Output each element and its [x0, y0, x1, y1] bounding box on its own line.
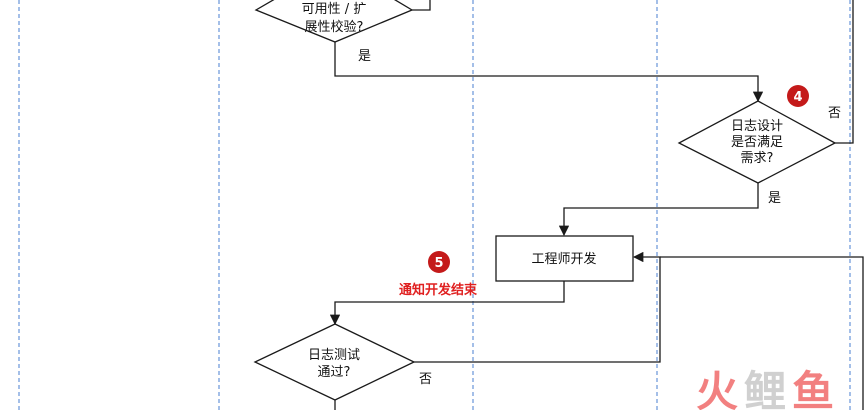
log-design-decision-node: 日志设计 是否满足 需求? [677, 100, 837, 184]
step-badge-5: 5 [428, 251, 450, 273]
connector-notify-to-log-test [329, 281, 565, 326]
connector-no-back-to-engineer [414, 251, 661, 363]
decision-label-line: 是否满足 [731, 135, 783, 150]
decision-label-line: 需求? [741, 151, 774, 166]
watermark-char: 鲤 [744, 367, 786, 410]
edge-label-yes: 是 [768, 191, 781, 206]
process-box [495, 235, 634, 282]
connector-top-exit [412, 0, 431, 11]
decision-diamond [254, 0, 414, 43]
edge-label-yes: 是 [358, 49, 371, 64]
connector-yes-to-log-design [334, 42, 764, 103]
step-badge-4: 4 [787, 85, 809, 107]
top-decision-node: 可用性 / 扩 展性校验? [254, 0, 414, 43]
watermark-char: 鱼 [792, 367, 834, 410]
edge-label-no: 否 [828, 106, 841, 121]
connector-right-border [835, 0, 854, 144]
swimlane-dividers [18, 0, 851, 410]
decision-label-line: 日志测试 [308, 348, 360, 363]
decision-diamond [677, 100, 837, 184]
process-label: 工程师开发 [531, 251, 596, 267]
decision-label-line: 日志设计 [731, 119, 783, 134]
watermark-logo: 火 鲤 鱼 [696, 367, 834, 410]
engineer-dev-node: 工程师开发 [495, 235, 634, 282]
log-test-decision-node: 日志测试 通过? [253, 323, 416, 401]
step-number: 5 [434, 256, 443, 271]
step-number: 4 [793, 90, 802, 105]
decision-label-line: 可用性 / 扩 [302, 2, 367, 17]
decision-diamond [253, 323, 416, 401]
edge-label-no: 否 [419, 372, 432, 387]
step-note: 通知开发结束 [399, 282, 478, 298]
decision-label-line: 通过? [318, 365, 351, 380]
watermark-char: 火 [696, 367, 738, 410]
decision-label-line: 展性校验? [305, 19, 364, 35]
connector-yes-to-engineer [558, 183, 759, 237]
connectors [329, 0, 864, 410]
connector-loop-right [660, 256, 864, 410]
